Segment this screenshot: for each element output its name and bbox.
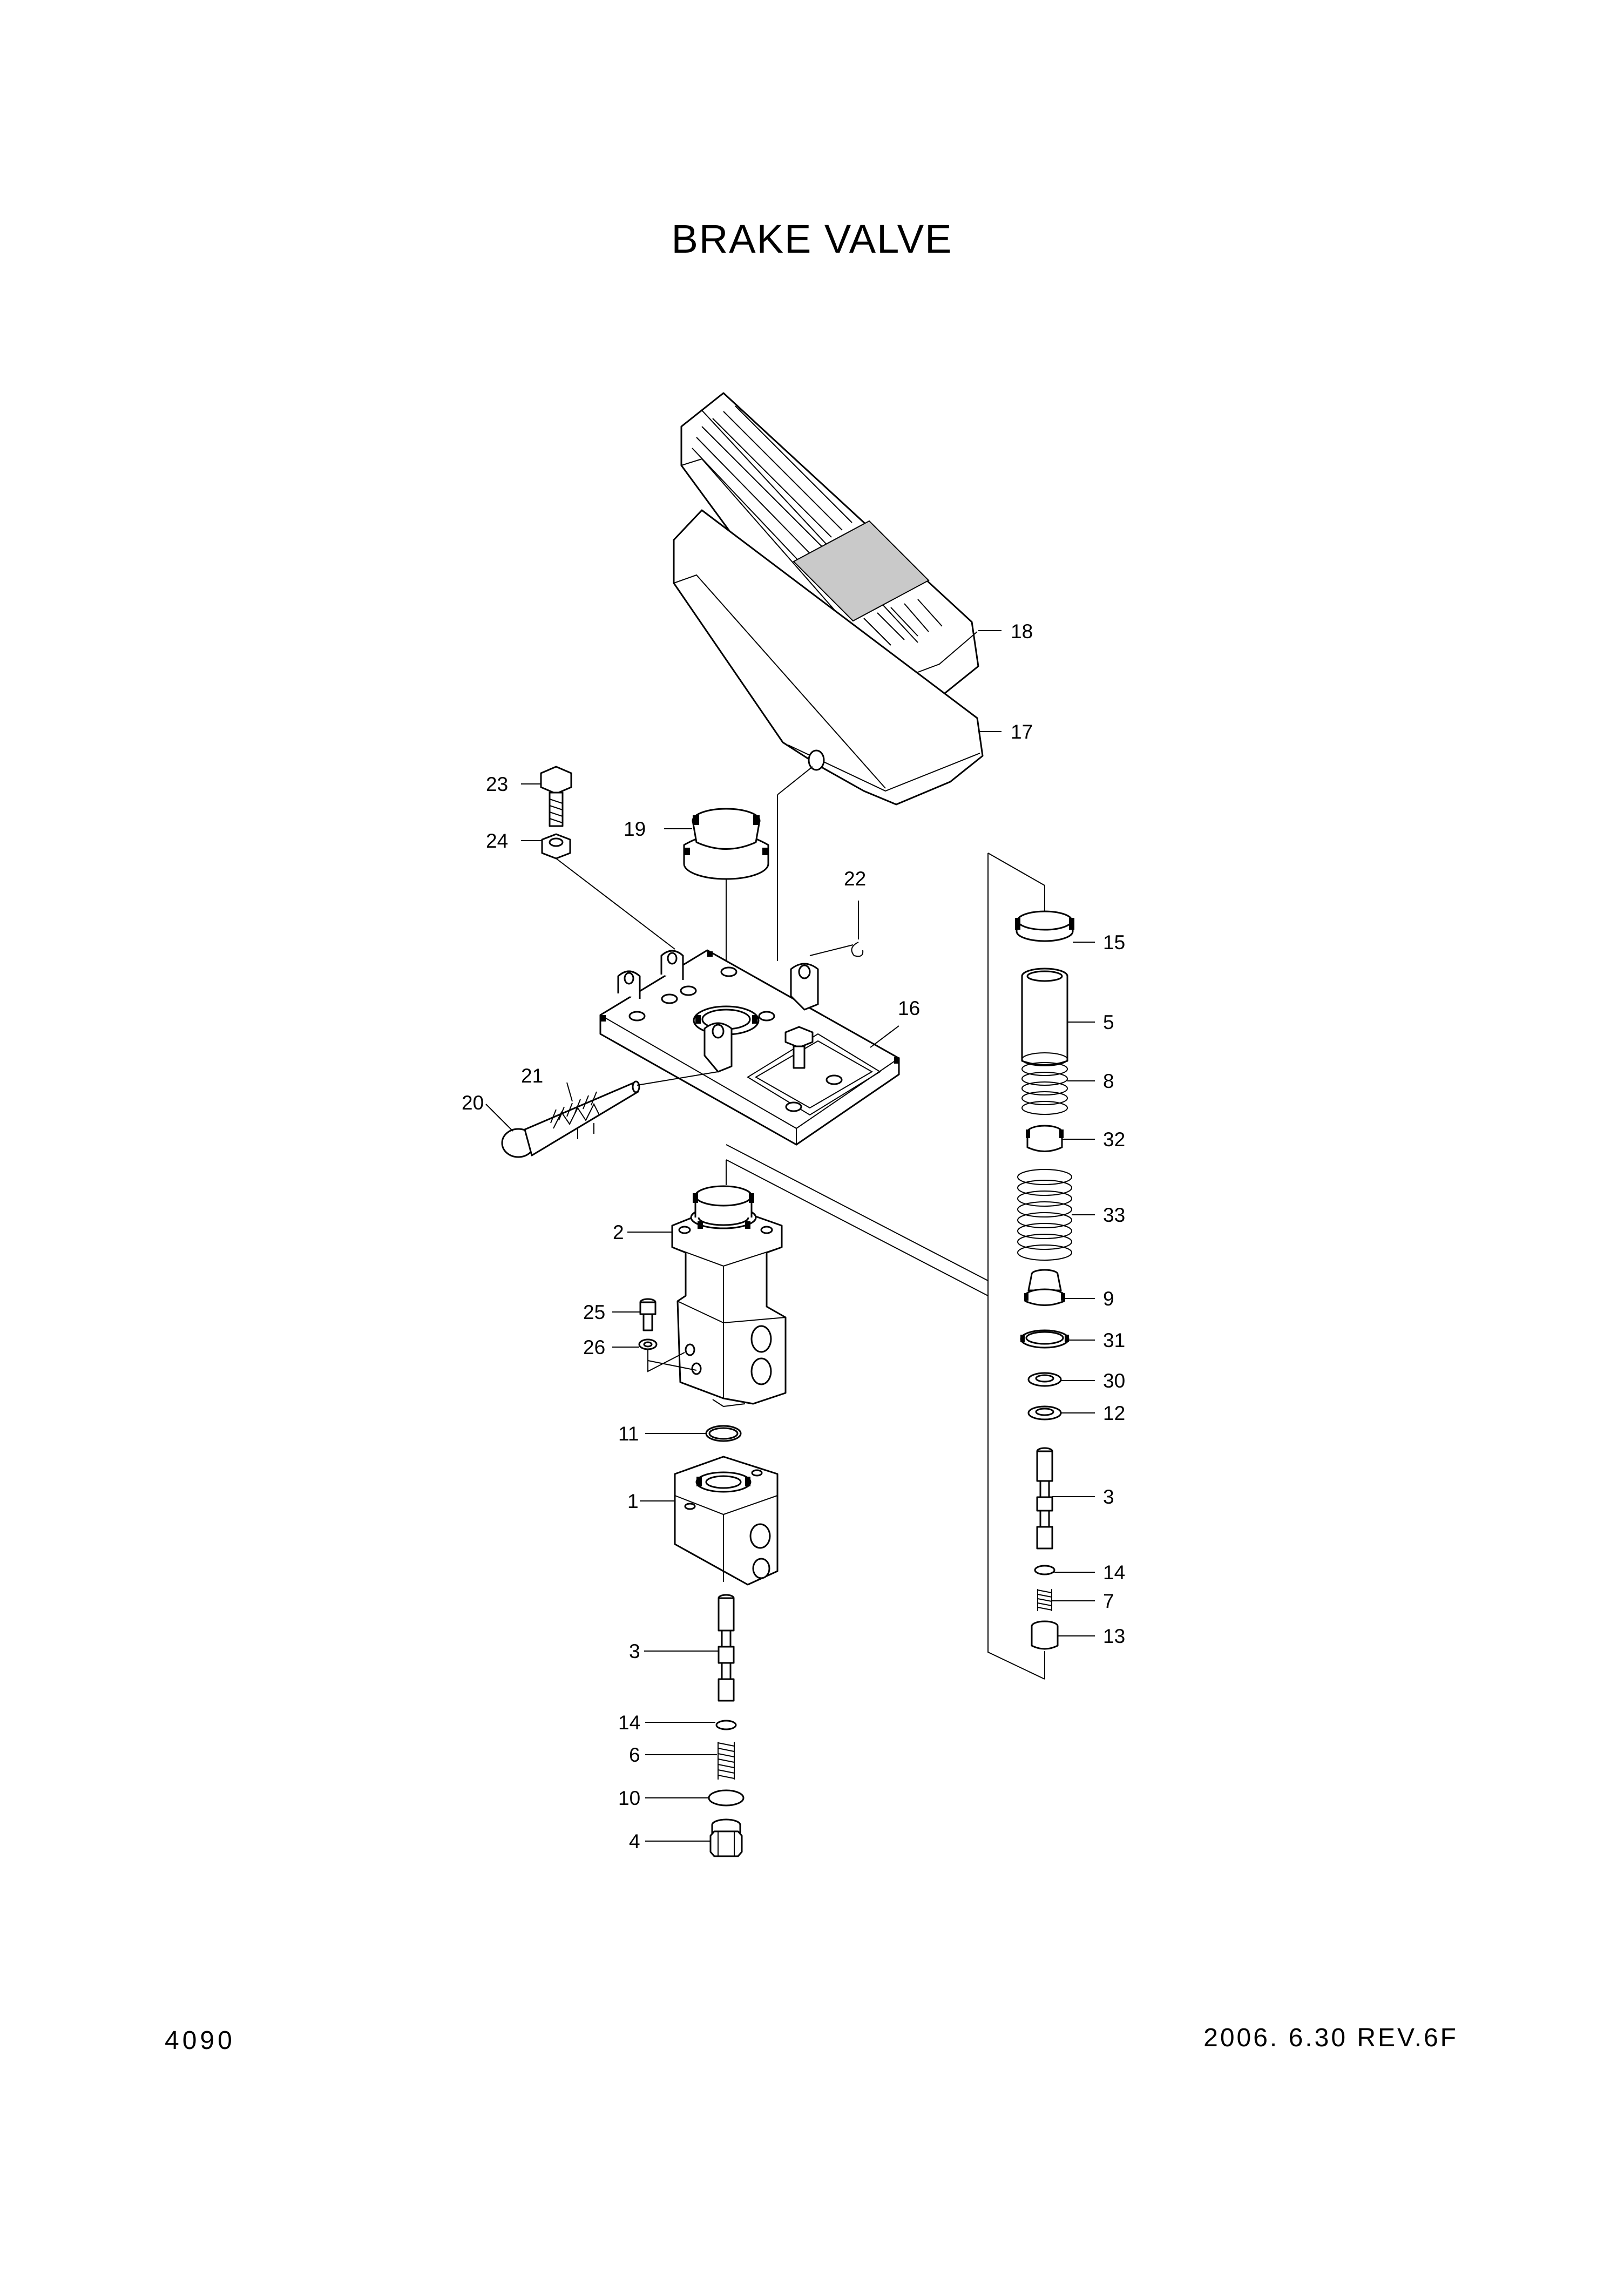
bolt-23	[540, 766, 572, 827]
spring-33	[1017, 1169, 1072, 1261]
callout-18: 18	[1011, 620, 1033, 642]
clip-22	[851, 942, 864, 957]
boot-19	[683, 808, 769, 880]
spring-6	[718, 1742, 735, 1780]
leader-20	[485, 1104, 513, 1132]
callout-21: 21	[521, 1065, 543, 1087]
screw-25	[639, 1298, 657, 1331]
callout-22: 22	[844, 868, 866, 890]
mounting-plate-16	[599, 949, 900, 1146]
upper-body-2	[671, 1185, 787, 1408]
ring-14-right	[1034, 1565, 1055, 1575]
spring-21	[550, 1091, 600, 1139]
callout-10: 10	[618, 1787, 640, 1809]
callout-6: 6	[629, 1744, 640, 1766]
callout-4: 4	[629, 1830, 640, 1852]
callout-2: 2	[613, 1221, 624, 1243]
detail-bracket	[987, 853, 1045, 1680]
callout-25: 25	[583, 1301, 605, 1323]
leader-21	[566, 1082, 573, 1102]
callout-30: 30	[1103, 1370, 1125, 1392]
callout-14-right: 14	[1103, 1561, 1125, 1584]
retainer-9	[1024, 1269, 1065, 1306]
leader-16	[870, 1025, 899, 1048]
callout-8: 8	[1103, 1070, 1114, 1092]
o-ring-11	[705, 1425, 742, 1442]
callout-26: 26	[583, 1336, 605, 1358]
ring-31	[1020, 1329, 1070, 1349]
callout-3-left: 3	[629, 1640, 640, 1662]
callout-5: 5	[1103, 1011, 1114, 1033]
leader-24-to-plate	[556, 858, 675, 950]
leader-plate-to-detail	[726, 1144, 989, 1281]
revision-date: 2006. 6.30 REV.6F	[1203, 2024, 1458, 2052]
cap-13	[1031, 1620, 1059, 1650]
leader-26-to-hole-b	[647, 1360, 697, 1371]
leader-2-to-detail	[726, 1159, 989, 1296]
callout-31: 31	[1103, 1329, 1125, 1351]
ring-14-left	[715, 1720, 737, 1730]
callout-15: 15	[1103, 931, 1125, 953]
page-number: 4090	[165, 2026, 235, 2055]
o-ring-10	[708, 1789, 745, 1807]
pedal-body	[673, 509, 984, 806]
nut-24	[541, 833, 571, 860]
callout-23: 23	[486, 773, 508, 795]
spool-3-left	[718, 1594, 735, 1702]
callout-17: 17	[1011, 721, 1033, 743]
leader-22-to-ear	[809, 944, 854, 956]
seal-30	[1027, 1372, 1062, 1387]
page-title: BRAKE VALVE	[671, 217, 953, 261]
leader-20-to-ear	[637, 1071, 719, 1086]
callout-32: 32	[1103, 1128, 1125, 1151]
callout-13: 13	[1103, 1625, 1125, 1647]
lower-body-1	[674, 1456, 779, 1586]
spring-8	[1021, 1052, 1068, 1115]
leader-26-to-hole	[647, 1350, 685, 1372]
callout-33: 33	[1103, 1204, 1125, 1226]
seal-12	[1027, 1405, 1062, 1421]
callout-19: 19	[624, 818, 646, 840]
callout-16: 16	[898, 997, 920, 1019]
plug-4	[709, 1818, 743, 1857]
callout-20: 20	[462, 1092, 484, 1114]
detail-bracket-top	[987, 853, 1045, 886]
callout-7: 7	[1103, 1590, 1114, 1612]
callout-11: 11	[618, 1423, 639, 1445]
leader-17-pin	[777, 766, 813, 795]
callout-24: 24	[486, 830, 508, 852]
cap-15	[1015, 910, 1074, 942]
callout-9: 9	[1103, 1288, 1114, 1310]
callout-14-left: 14	[618, 1712, 640, 1734]
spool-3-right	[1036, 1447, 1053, 1550]
callout-12: 12	[1103, 1402, 1125, 1424]
rod-20	[501, 1080, 640, 1158]
callout-3-right: 3	[1103, 1486, 1114, 1508]
spring-7	[1037, 1589, 1052, 1611]
callout-1: 1	[627, 1490, 639, 1512]
seat-32	[1026, 1125, 1064, 1152]
washer-26	[638, 1338, 658, 1350]
piston-5	[1021, 968, 1068, 1066]
